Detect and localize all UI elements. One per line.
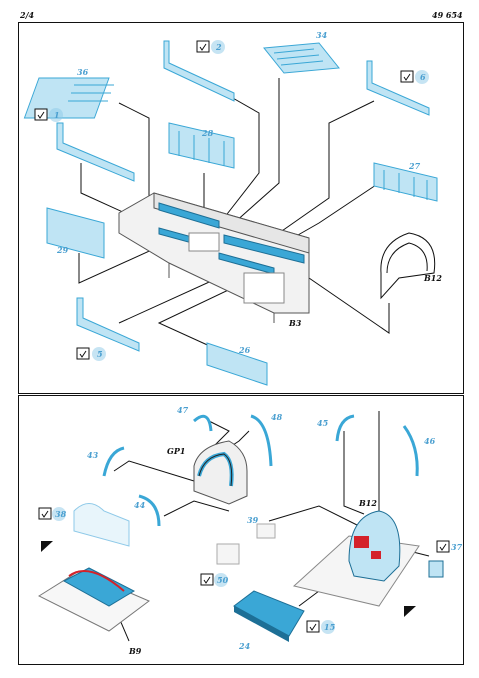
check-box-5[interactable] xyxy=(76,347,90,360)
seat-assembly xyxy=(292,510,420,607)
badge-6 xyxy=(415,70,429,84)
label-36: 36 xyxy=(77,67,89,77)
label-15: 15 xyxy=(324,622,336,632)
check-box-50[interactable] xyxy=(200,573,214,586)
check-box-2[interactable] xyxy=(196,40,210,53)
label-43: 43 xyxy=(87,450,99,460)
label-37: 37 xyxy=(451,542,463,552)
label-45: 45 xyxy=(317,418,329,428)
leader-45 xyxy=(343,431,365,515)
page-number: 2/4 xyxy=(20,10,35,20)
part-b12-seat xyxy=(380,232,436,300)
label-5: 5 xyxy=(97,349,103,359)
check-icon xyxy=(309,623,317,631)
leader-b12 xyxy=(308,277,390,334)
check-icon xyxy=(439,543,447,551)
label-2: 2 xyxy=(215,42,222,52)
label-b12: B12 xyxy=(423,273,442,283)
part-5-strip xyxy=(76,297,140,352)
label-39: 39 xyxy=(247,515,259,525)
part-37-bracket xyxy=(428,560,444,578)
part-50-block xyxy=(216,543,240,565)
leader-39 xyxy=(268,505,360,527)
label-44: 44 xyxy=(134,500,146,510)
part-27-fret xyxy=(373,162,438,202)
leader-6 xyxy=(278,100,375,234)
part-47-strip xyxy=(193,414,213,432)
cockpit-assembly xyxy=(118,192,310,323)
part-2-strip xyxy=(163,40,235,102)
badge-1 xyxy=(49,108,63,122)
check-box-15[interactable] xyxy=(306,620,320,633)
label-27: 27 xyxy=(408,161,421,171)
badge-2 xyxy=(211,40,225,54)
check-icon xyxy=(403,73,411,81)
part-39-block xyxy=(256,523,276,539)
label-34: 34 xyxy=(316,30,328,40)
label-1: 1 xyxy=(54,110,60,120)
leader-43 xyxy=(113,460,195,482)
label-24: 24 xyxy=(238,641,251,651)
check-icon xyxy=(37,111,45,119)
label-b12: B12 xyxy=(358,498,377,508)
part-48-strip xyxy=(250,414,273,467)
badge-5 xyxy=(92,347,106,361)
part-b9-assembly xyxy=(37,567,150,632)
check-icon xyxy=(199,43,207,51)
part-28-fret xyxy=(168,122,235,169)
label-38: 38 xyxy=(55,509,67,519)
badge-50 xyxy=(214,573,228,587)
label-50: 50 xyxy=(217,575,229,585)
leader-34 xyxy=(233,78,280,224)
part-29-panel xyxy=(46,207,105,259)
part-46-strip xyxy=(402,425,419,477)
bottom-diagram-panel: GP1 47 48 43 44 45 46 38 B9 39 50 xyxy=(18,395,464,665)
product-code: 49 654 xyxy=(432,10,463,20)
label-48: 48 xyxy=(271,412,283,422)
part-26-panel xyxy=(206,342,268,386)
check-icon xyxy=(203,576,211,584)
leader-2 xyxy=(223,92,260,219)
label-6: 6 xyxy=(420,72,426,82)
part-6-strip xyxy=(366,60,430,116)
part-45-strip xyxy=(335,414,355,442)
part-44-strip xyxy=(138,494,161,527)
label-b3: B3 xyxy=(288,318,302,328)
part-34-fret xyxy=(263,42,340,74)
check-box-37[interactable] xyxy=(436,540,450,553)
leader-44 xyxy=(163,500,230,517)
badge-15 xyxy=(321,620,335,634)
badge-38 xyxy=(52,507,66,521)
check-icon xyxy=(41,510,49,518)
label-28: 28 xyxy=(201,128,214,138)
part-43-strip xyxy=(102,446,125,477)
check-box-6[interactable] xyxy=(400,70,414,83)
top-diagram-panel: 36 2 34 6 1 28 27 xyxy=(18,22,464,394)
label-47: 47 xyxy=(177,405,189,415)
check-box-38[interactable] xyxy=(38,507,52,520)
part-38-bracket xyxy=(73,503,130,547)
label-b9: B9 xyxy=(128,646,142,656)
part-1-strip xyxy=(56,122,135,182)
label-29: 29 xyxy=(56,245,69,255)
check-icon xyxy=(79,350,87,358)
label-gp1: GP1 xyxy=(167,446,185,456)
part-24-panel xyxy=(233,590,305,642)
label-26: 26 xyxy=(238,345,251,355)
part-gp1-frame xyxy=(193,440,248,505)
check-box-1[interactable] xyxy=(34,108,48,121)
label-46: 46 xyxy=(424,436,436,446)
leader-27 xyxy=(283,182,380,244)
